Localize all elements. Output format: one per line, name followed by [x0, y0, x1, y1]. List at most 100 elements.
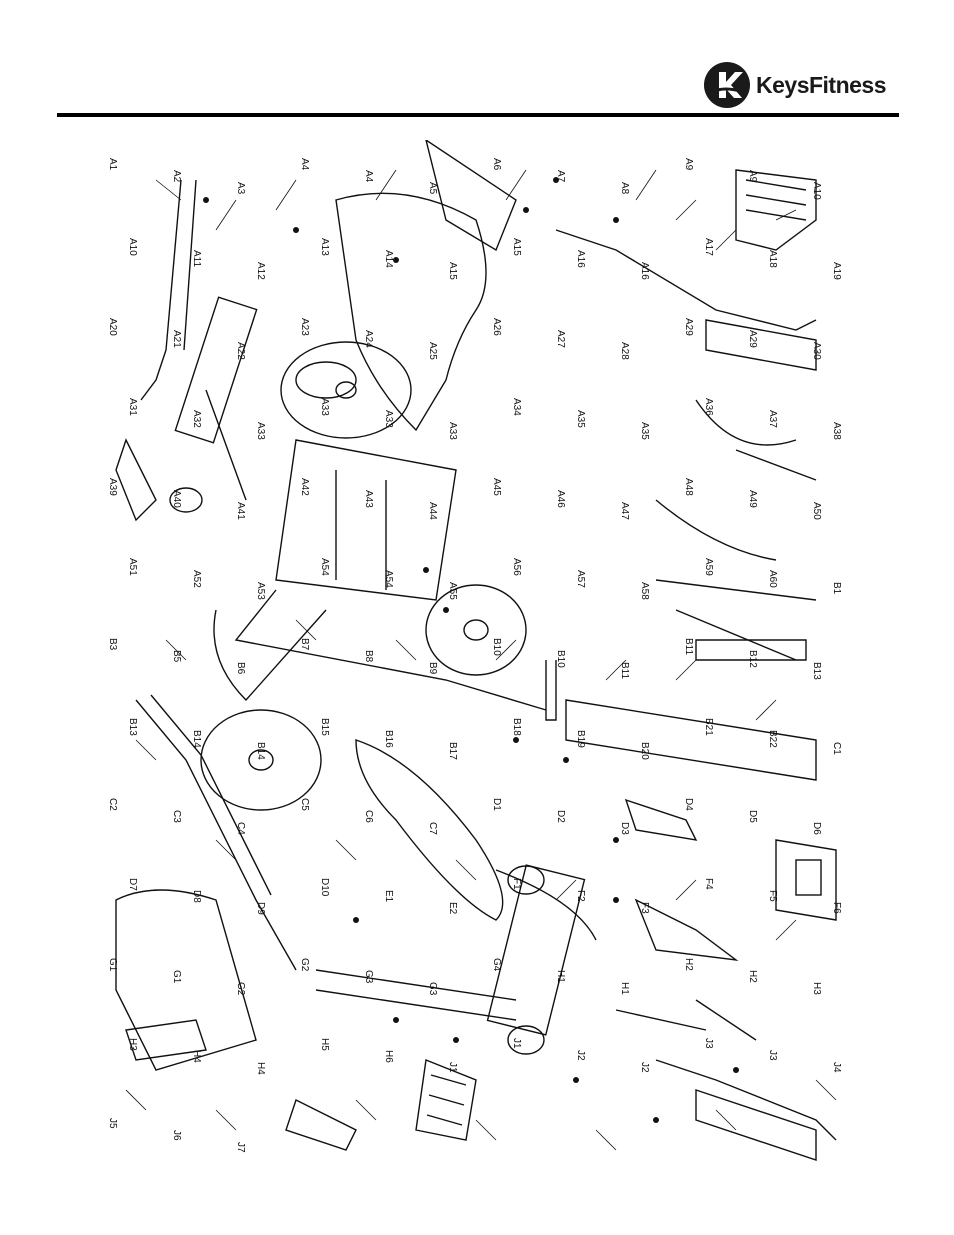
- part-callout-d7: D7: [127, 878, 138, 891]
- part-callout-a33: A33: [447, 422, 458, 440]
- part-callout-a25: A25: [427, 342, 438, 360]
- part-callout-a20: A20: [107, 318, 118, 336]
- flywheel-upper: [280, 341, 412, 439]
- part-callout-a16: A16: [575, 250, 586, 268]
- part-callout-f5: F5: [767, 890, 778, 902]
- console-unit: [775, 839, 837, 921]
- part-callout-a16: A16: [639, 262, 650, 280]
- part-callout-a15: A15: [447, 262, 458, 280]
- part-callout-a14: A14: [383, 250, 394, 268]
- part-callout-a30: A30: [811, 342, 822, 360]
- part-callout-b13: B13: [811, 662, 822, 680]
- page-header: KeysFitness: [0, 0, 954, 120]
- part-callout-a50: A50: [811, 502, 822, 520]
- part-callout-h4: H4: [191, 1050, 202, 1063]
- brand-logo: KeysFitness: [704, 60, 887, 110]
- part-callout-a32: A32: [191, 410, 202, 428]
- part-callout-a33: A33: [319, 398, 330, 416]
- part-callout-e2: E2: [447, 902, 458, 915]
- handlebar-lower: [655, 1059, 837, 1141]
- part-callout-b17: B17: [447, 742, 458, 760]
- stabilizer-tube: [315, 969, 517, 1001]
- part-callout-a13: A13: [319, 238, 330, 256]
- part-callout-a60: A60: [767, 570, 778, 588]
- part-callout-j5: J5: [107, 1118, 118, 1129]
- part-callout-d3: D3: [619, 822, 630, 835]
- part-callout-a35: A35: [639, 422, 650, 440]
- part-callout-a34: A34: [511, 398, 522, 416]
- part-callout-d6: D6: [811, 822, 822, 835]
- part-callout-c2: C2: [107, 798, 118, 811]
- part-callout-a21: A21: [171, 330, 182, 348]
- handle-grip-lower: [634, 898, 739, 962]
- part-callout-a9: A9: [747, 170, 758, 183]
- part-callout-f2: F2: [575, 890, 586, 902]
- frame-rail: [234, 589, 547, 711]
- part-callout-b6: B6: [235, 662, 246, 675]
- part-callout-a1: A1: [107, 158, 118, 171]
- part-callout-g1: G1: [171, 970, 182, 984]
- side-shroud-right: [335, 192, 487, 432]
- keys-k-logo-icon: [704, 62, 750, 108]
- rear-stabilizer: [486, 864, 586, 1036]
- part-callout-a47: A47: [619, 502, 630, 520]
- part-callout-a46: A46: [555, 490, 566, 508]
- part-callout-a45: A45: [491, 478, 502, 496]
- console-mast: [565, 699, 817, 781]
- part-callout-a58: A58: [639, 582, 650, 600]
- pedal-lower: [415, 1059, 477, 1141]
- part-callout-a18: A18: [767, 250, 778, 268]
- pedal-upper: [735, 169, 817, 251]
- part-callout-a54: A54: [383, 570, 394, 588]
- part-callout-b5: B5: [171, 650, 182, 663]
- part-callout-a48: A48: [683, 478, 694, 496]
- drive-belt: [355, 739, 504, 921]
- part-callout-a27: A27: [555, 330, 566, 348]
- part-callout-a52: A52: [191, 570, 202, 588]
- part-callout-a24: A24: [363, 330, 374, 348]
- part-callout-j4: J4: [831, 1062, 842, 1073]
- part-callout-c5: C5: [299, 798, 310, 811]
- part-callout-a4: A4: [363, 170, 374, 183]
- part-callout-a35: A35: [575, 410, 586, 428]
- part-callout-j3: J3: [767, 1050, 778, 1061]
- bearing-cap: [169, 487, 203, 513]
- part-callout-j2: J2: [575, 1050, 586, 1061]
- part-callout-b22: B22: [767, 730, 778, 748]
- part-callout-a11: A11: [191, 250, 202, 267]
- part-callout-a29: A29: [747, 330, 758, 348]
- part-callout-d9: D9: [255, 902, 266, 915]
- part-callout-a6: A6: [491, 158, 502, 171]
- part-callout-g2: G2: [299, 958, 310, 972]
- handle-tube: [655, 499, 777, 561]
- part-callout-a39: A39: [107, 478, 118, 496]
- part-callout-h4: H4: [255, 1062, 266, 1075]
- part-callout-a19: A19: [831, 262, 842, 280]
- part-callout-c4: C4: [235, 822, 246, 835]
- part-callout-a36: A36: [703, 398, 714, 416]
- crank-tube: [174, 296, 258, 444]
- part-callout-h1: H1: [555, 970, 566, 983]
- part-callout-a4: A4: [299, 158, 310, 171]
- part-callout-a55: A55: [447, 582, 458, 600]
- part-callout-g2: G2: [235, 982, 246, 996]
- part-callout-a33: A33: [255, 422, 266, 440]
- part-callout-a37: A37: [767, 410, 778, 428]
- flywheel-main: [425, 584, 527, 676]
- part-callout-a2: A2: [171, 170, 182, 183]
- part-callout-b11: B11: [683, 638, 694, 655]
- part-callout-a9: A9: [683, 158, 694, 171]
- part-callout-a31: A31: [127, 398, 138, 416]
- part-callout-b9: B9: [427, 662, 438, 675]
- part-callout-a42: A42: [299, 478, 310, 496]
- part-callout-c3: C3: [171, 810, 182, 823]
- part-callout-a51: A51: [127, 558, 138, 576]
- part-callout-d10: D10: [319, 878, 330, 897]
- part-callout-b10: B10: [491, 638, 502, 656]
- part-callout-b12: B12: [747, 650, 758, 668]
- part-callout-b19: B19: [575, 730, 586, 748]
- cover-plate-top: [424, 138, 517, 252]
- part-callout-g3: G3: [427, 982, 438, 996]
- part-callout-g4: G4: [491, 958, 502, 972]
